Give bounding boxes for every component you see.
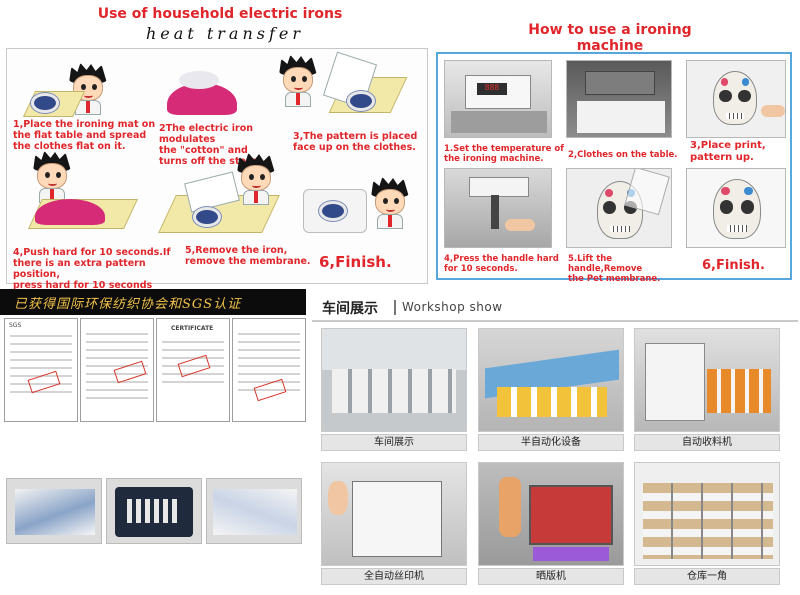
clothes-on-table-photo [566, 60, 672, 138]
workshop-caption: 车间展示 [321, 434, 467, 451]
step-2-caption: 2,Clothes on the table. [568, 150, 678, 160]
lift-handle-photo [566, 168, 672, 248]
ironing-machine-panel: 888 1.Set the temperature of the ironing… [436, 52, 792, 284]
workshop-floor-photo [321, 328, 467, 432]
step-5-text: 5,Remove the iron, remove the membrane. [185, 245, 311, 267]
screen-printer-photo [321, 462, 467, 566]
warehouse-caption: 仓库一角 [634, 568, 780, 585]
cartoon-boy [275, 55, 321, 107]
step-1-text: 1,Place the ironing mat on the flat tabl… [13, 119, 156, 152]
automatic-collector-caption: 自动收料机 [634, 434, 780, 451]
exposure-machine-photo [478, 462, 624, 566]
step-1-caption: 1.Set the temperature of the ironing mac… [444, 144, 564, 164]
iron-handle [179, 71, 219, 89]
warehouse-photo [634, 462, 780, 566]
step-5-caption: 5.Lift the handle,Remove the Pet membran… [568, 254, 661, 284]
handling-print-photo [206, 478, 302, 544]
heat-transfer-subtitle: heat transfer [146, 24, 304, 43]
certificate-document: CERTIFICATE [156, 318, 230, 422]
household-iron-panel: 1,Place the ironing mat on the flat tabl… [6, 48, 428, 291]
cartoon-boy [29, 151, 75, 203]
machine-temperature-photo: 888 [444, 60, 552, 138]
finish-text: 6,Finish. [319, 253, 392, 271]
place-print-photo [686, 60, 786, 138]
ironing-machine-title: How to use a ironing machine [528, 22, 692, 54]
certification-banner [0, 289, 306, 315]
workshop-header [312, 292, 798, 322]
cartoon-boy [367, 177, 413, 229]
household-iron-title: Use of household electric irons [97, 6, 343, 22]
screen-printer-caption: 全自动丝印机 [321, 568, 467, 585]
cartoon-boy [65, 63, 111, 115]
certificate-document: SGS [4, 318, 78, 422]
finish-caption: 6,Finish. [702, 258, 765, 273]
handling-print-photo [106, 478, 202, 544]
workshop-heading-cn: 车间展示 [322, 301, 378, 317]
step-3-text: 3,The pattern is placed face up on the c… [293, 131, 418, 153]
workshop-heading-en: Workshop show [402, 300, 503, 314]
certificate-document [232, 318, 306, 422]
automatic-collector-photo [634, 328, 780, 432]
press-handle-photo [444, 168, 552, 248]
cartoon-boy [233, 153, 279, 205]
pattern-badge [193, 207, 221, 227]
pattern-badge [347, 91, 375, 111]
electric-iron-illustration [35, 199, 105, 225]
finished-print-photo [686, 168, 786, 248]
certification-banner-text: 已获得国际环保纺织协会和SGS认证 [14, 297, 242, 312]
header-divider [394, 300, 396, 315]
certificate-document [80, 318, 154, 422]
semi-automatic-equipment-photo [478, 328, 624, 432]
exposure-machine-caption: 晒版机 [478, 568, 624, 585]
pattern-badge [31, 93, 59, 113]
step-4-caption: 4,Press the handle hard for 10 seconds. [444, 254, 559, 274]
step-3-caption: 3,Place print, pattern up. [690, 140, 766, 163]
semi-automatic-caption: 半自动化设备 [478, 434, 624, 451]
handling-print-photo [6, 478, 102, 544]
step-4-text: 4,Push hard for 10 seconds.If there is a… [13, 247, 171, 291]
pattern-badge [319, 201, 347, 221]
